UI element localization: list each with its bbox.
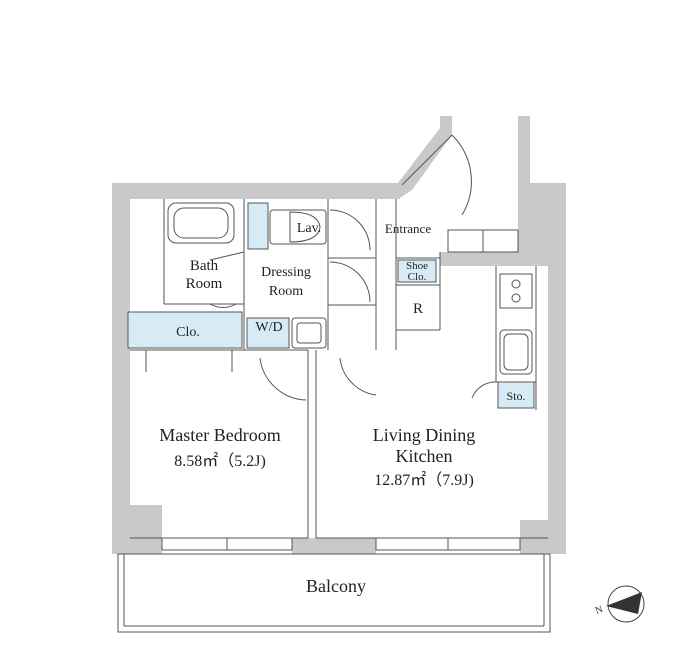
storage-areas	[127, 202, 535, 409]
master-bedroom-area: 8.58㎡（5.2J)	[174, 452, 266, 470]
room-labels: Bath Room Dressing Room Lav. W/D Clo. En…	[159, 221, 525, 596]
refrigerator-label: R	[413, 301, 423, 317]
stove-icon	[499, 273, 533, 309]
balcony-label: Balcony	[306, 576, 366, 596]
walls	[112, 116, 566, 554]
lavatory-sink-icon	[269, 209, 327, 245]
entrance-label: Entrance	[385, 221, 431, 236]
ldk-name-line2: Kitchen	[396, 446, 453, 466]
compass-north-label: N	[594, 604, 605, 617]
windows	[161, 229, 521, 551]
lav-label: Lav.	[297, 221, 321, 236]
doors	[209, 134, 497, 401]
balcony	[117, 553, 551, 633]
storage-label: Sto.	[506, 389, 525, 403]
shoe-closet-label-line2: Clo.	[408, 271, 427, 283]
ldk-area: 12.87㎡（7.9J)	[374, 471, 474, 489]
ldk-name-line1: Living Dining	[373, 425, 476, 445]
dressing-label-line2: Room	[269, 284, 303, 299]
fixtures	[167, 202, 533, 375]
compass: N	[594, 585, 645, 623]
closet-label: Clo.	[176, 325, 200, 340]
bath-label-line1: Bath	[190, 258, 219, 274]
master-bedroom-name: Master Bedroom	[159, 425, 280, 445]
dressing-label-line1: Dressing	[261, 265, 311, 280]
bath-label-line2: Room	[186, 276, 223, 292]
shoe-closet-label-line1: Shoe	[406, 260, 428, 272]
wd-label: W/D	[255, 320, 282, 335]
